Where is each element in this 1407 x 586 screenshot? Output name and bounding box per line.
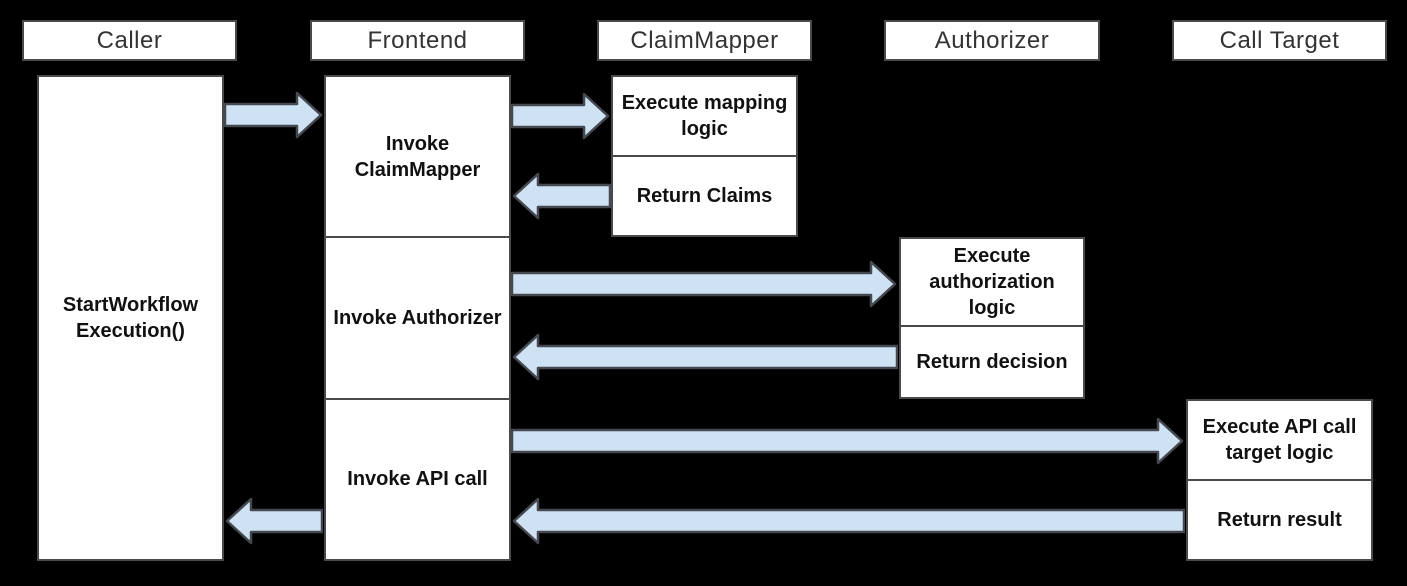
frontend-step-invoke-claimmapper: Invoke ClaimMapper: [354, 132, 481, 181]
authorizer-activation-box: Execute authorization logic Return decis…: [899, 237, 1085, 399]
lifeline-header-frontend: Frontend: [310, 20, 525, 61]
arrow-frontend-to-authorizer: [511, 260, 897, 308]
call-target-step-return-result: Return result: [1188, 479, 1371, 559]
arrow-call-target-to-frontend: [512, 497, 1185, 545]
lifeline-header-caller: Caller: [22, 20, 237, 61]
arrow-caller-to-frontend: [224, 91, 323, 139]
arrow-frontend-to-call-target: [511, 417, 1184, 465]
authorizer-step-execute-authorization-logic: Execute authorization logic: [929, 245, 1055, 319]
arrow-frontend-to-caller: [225, 497, 323, 545]
arrow-claimmapper-to-frontend: [512, 172, 611, 220]
call-target-step-execute-api-call-target-logic: Execute API call target logic: [1202, 416, 1357, 464]
frontend-step-invoke-authorizer: Invoke Authorizer: [326, 236, 509, 397]
lifeline-header-claimmapper: ClaimMapper: [597, 20, 812, 61]
caller-activation-box: StartWorkflow Execution(): [37, 75, 224, 561]
claimmapper-step-execute-mapping-logic: Execute mapping logic: [621, 92, 788, 140]
arrow-frontend-to-claimmapper: [511, 92, 610, 140]
frontend-step-invoke-api-call: Invoke API call: [326, 397, 509, 559]
call-target-activation-box: Execute API call target logic Return res…: [1186, 399, 1373, 561]
lifeline-header-call-target: Call Target: [1172, 20, 1387, 61]
arrow-authorizer-to-frontend: [512, 333, 898, 381]
lifeline-header-authorizer: Authorizer: [884, 20, 1100, 61]
caller-step-startworkflowexecution: StartWorkflow Execution(): [62, 294, 199, 342]
frontend-activation-box: Invoke ClaimMapper Invoke Authorizer Inv…: [324, 75, 511, 561]
authorizer-step-return-decision: Return decision: [901, 325, 1083, 397]
claimmapper-activation-box: Execute mapping logic Return Claims: [611, 75, 798, 237]
claimmapper-step-return-claims: Return Claims: [613, 155, 796, 235]
